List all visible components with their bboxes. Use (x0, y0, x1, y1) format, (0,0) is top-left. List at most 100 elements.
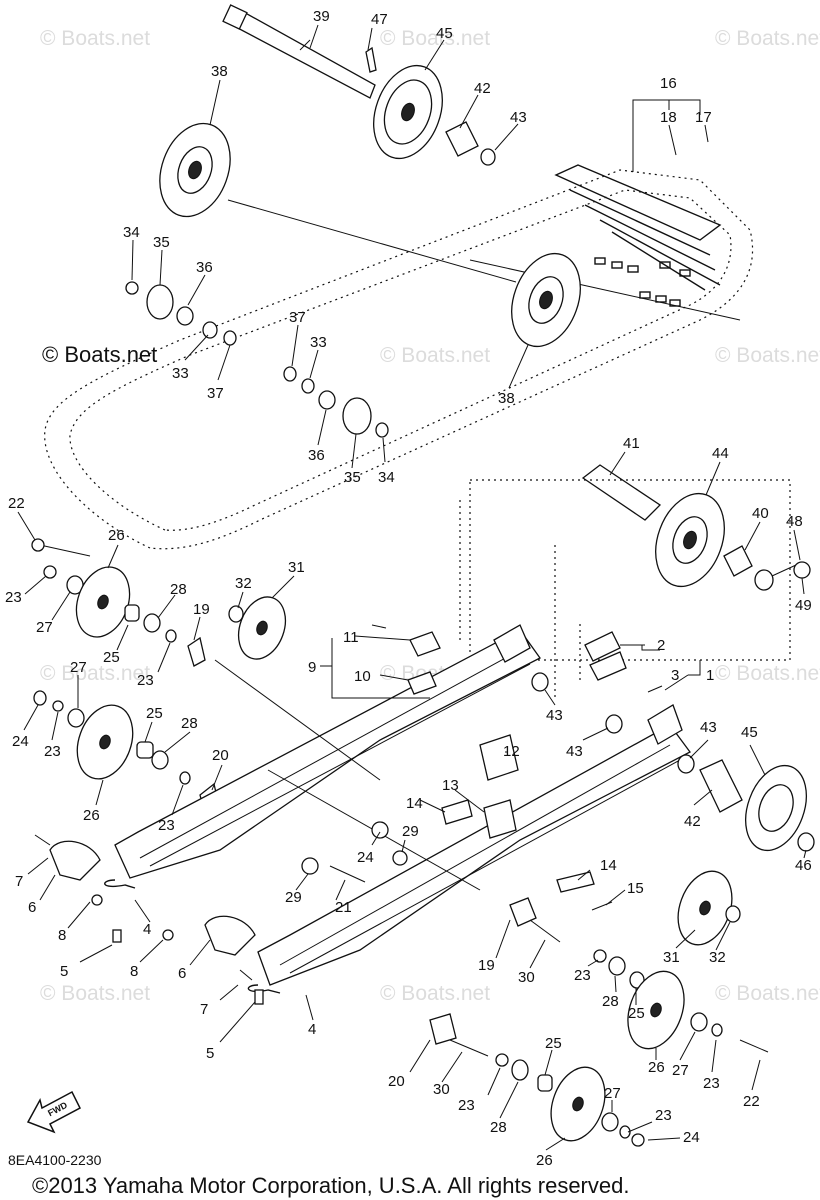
callout-6: 6 (28, 899, 36, 916)
callout-25: 25 (628, 1005, 645, 1022)
callout-41: 41 (623, 435, 640, 452)
callout-45: 45 (436, 25, 453, 42)
callout-43: 43 (700, 719, 717, 736)
callout-8: 8 (58, 927, 66, 944)
callout-23: 23 (137, 672, 154, 689)
track-lugs (554, 164, 722, 307)
callout-26: 26 (108, 527, 125, 544)
callout-7: 7 (200, 1001, 208, 1018)
bottom-wheels (429, 870, 769, 1147)
callout-33: 33 (172, 365, 189, 382)
rear-axle-assembly (159, 4, 581, 348)
callout-42: 42 (474, 80, 491, 97)
callout-49: 49 (795, 597, 812, 614)
idler-assembly-right (469, 464, 811, 661)
callout-24: 24 (12, 733, 29, 750)
callout-20: 20 (212, 747, 229, 764)
callout-37: 37 (289, 309, 306, 326)
callout-29: 29 (285, 889, 302, 906)
callout-4: 4 (143, 921, 151, 938)
callout-6: 6 (178, 965, 186, 982)
callout-19: 19 (478, 957, 495, 974)
callout-27: 27 (70, 659, 87, 676)
callout-14: 14 (406, 795, 423, 812)
callout-26: 26 (83, 807, 100, 824)
callout-24: 24 (683, 1129, 700, 1146)
callout-31: 31 (288, 559, 305, 576)
callout-29: 29 (402, 823, 419, 840)
callout-44: 44 (712, 445, 729, 462)
callout-46: 46 (795, 857, 812, 874)
callout-labels: 39 47 45 38 42 43 16 18 17 34 35 36 33 3… (5, 8, 812, 1169)
callout-12: 12 (503, 743, 520, 760)
callout-43: 43 (510, 109, 527, 126)
watermark: © Boats.net (715, 344, 820, 367)
left-wheels (31, 538, 287, 819)
callout-38: 38 (498, 390, 515, 407)
callout-31: 31 (663, 949, 680, 966)
callout-33: 33 (310, 334, 327, 351)
callout-27: 27 (672, 1062, 689, 1079)
callout-47: 47 (371, 11, 388, 28)
callout-43: 43 (566, 743, 583, 760)
watermark: © Boats.net (40, 27, 150, 50)
fwd-arrow-icon: FWD (26, 1090, 81, 1134)
diagram-code: 8EA4100-2230 (8, 1152, 102, 1168)
callout-32: 32 (235, 575, 252, 592)
callout-22: 22 (743, 1093, 760, 1110)
callout-20: 20 (388, 1073, 405, 1090)
leader-lines (17, 24, 807, 1151)
callout-24: 24 (357, 849, 374, 866)
callout-15: 15 (627, 880, 644, 897)
watermark: © Boats.net (715, 982, 820, 1005)
callout-28: 28 (170, 581, 187, 598)
watermark: © Boats.net (715, 27, 820, 50)
callout-39: 39 (313, 8, 330, 25)
bearing-parts (125, 281, 389, 438)
watermark: © Boats.net (42, 342, 157, 367)
watermark: © Boats.net (715, 662, 820, 685)
callout-14: 14 (600, 857, 617, 874)
watermark: © Boats.net (40, 662, 150, 685)
callout-16: 16 (660, 75, 677, 92)
watermark: © Boats.net (380, 982, 490, 1005)
callout-36: 36 (196, 259, 213, 276)
callout-35: 35 (153, 234, 170, 251)
callout-21: 21 (335, 899, 352, 916)
callout-7: 7 (15, 873, 23, 890)
watermark: © Boats.net (380, 27, 490, 50)
callout-23: 23 (158, 817, 175, 834)
callout-43: 43 (546, 707, 563, 724)
callout-18: 18 (660, 109, 677, 126)
callout-38: 38 (211, 63, 228, 80)
callout-40: 40 (752, 505, 769, 522)
callout-32: 32 (709, 949, 726, 966)
callout-19: 19 (193, 601, 210, 618)
callout-25: 25 (103, 649, 120, 666)
callout-5: 5 (206, 1045, 214, 1062)
callout-28: 28 (602, 993, 619, 1010)
callout-9: 9 (308, 659, 316, 676)
callout-30: 30 (518, 969, 535, 986)
callout-1: 1 (706, 667, 714, 684)
callout-27: 27 (604, 1085, 621, 1102)
center-parts (301, 624, 815, 911)
callout-23: 23 (458, 1097, 475, 1114)
callout-27: 27 (36, 619, 53, 636)
callout-8: 8 (130, 963, 138, 980)
callout-2: 2 (657, 637, 665, 654)
callout-3: 3 (671, 667, 679, 684)
callout-23: 23 (703, 1075, 720, 1092)
callout-30: 30 (433, 1081, 450, 1098)
callout-34: 34 (123, 224, 140, 241)
callout-28: 28 (181, 715, 198, 732)
callout-28: 28 (490, 1119, 507, 1136)
callout-26: 26 (648, 1059, 665, 1076)
callout-25: 25 (545, 1035, 562, 1052)
callout-23: 23 (655, 1107, 672, 1124)
callout-5: 5 (60, 963, 68, 980)
callout-17: 17 (695, 109, 712, 126)
callout-10: 10 (354, 668, 371, 685)
watermark: © Boats.net (380, 344, 490, 367)
